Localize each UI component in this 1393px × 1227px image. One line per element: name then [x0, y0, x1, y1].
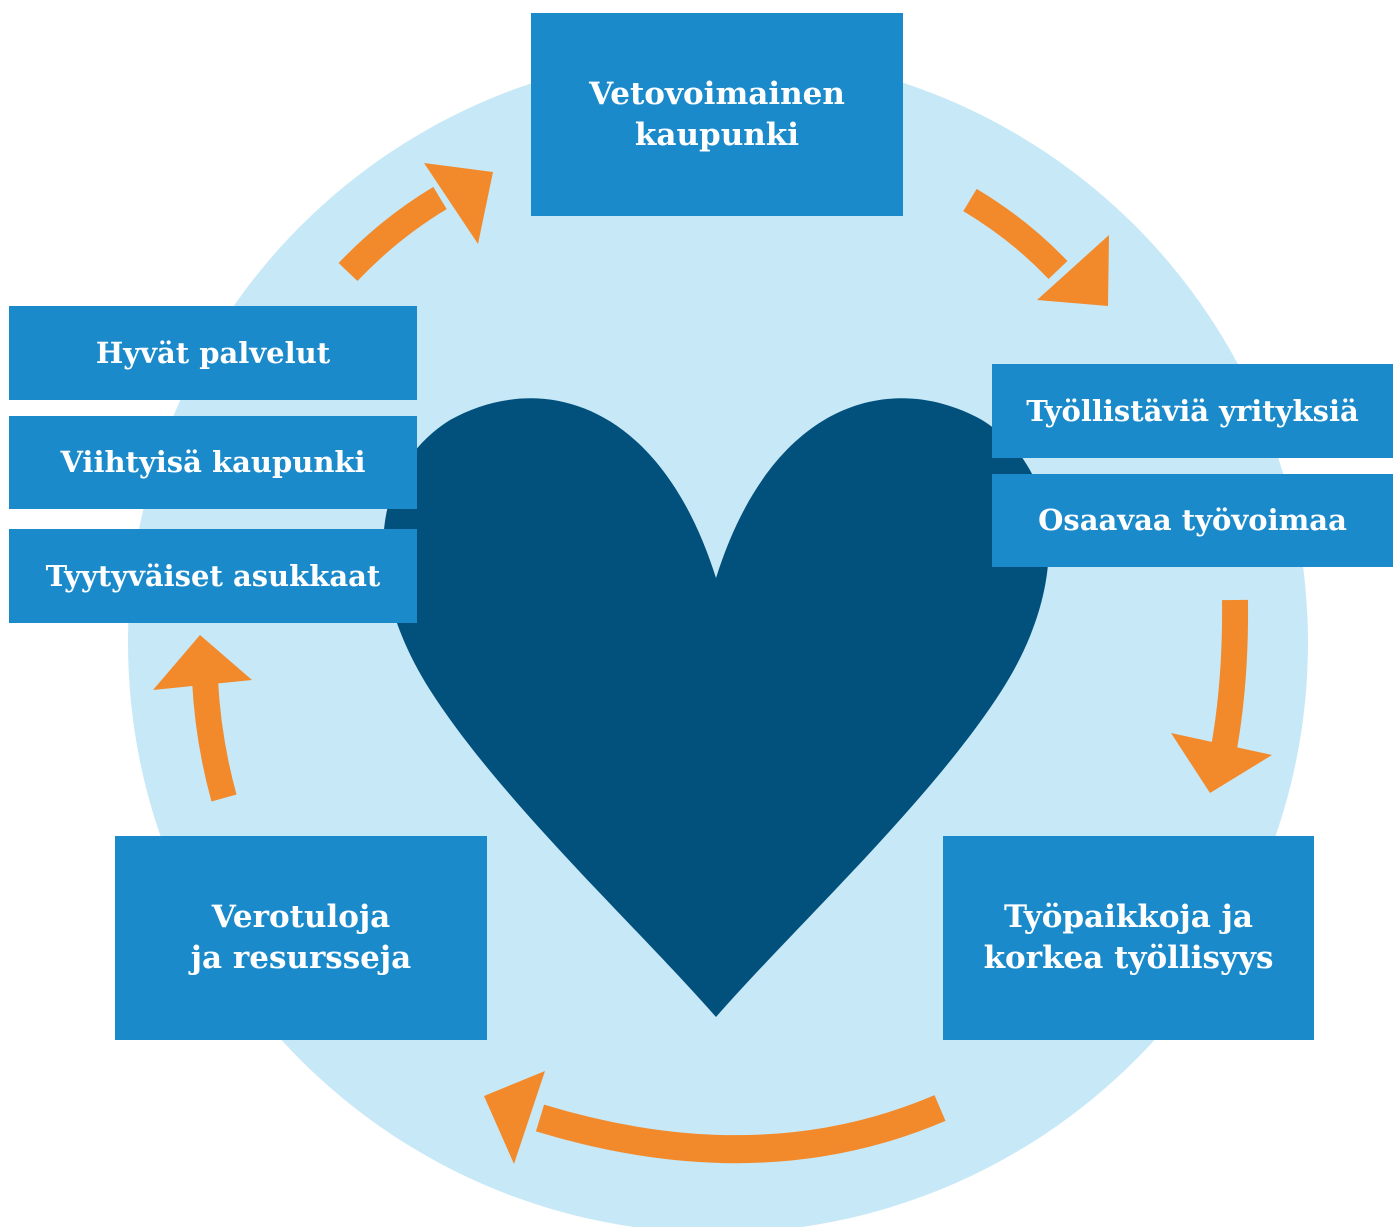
node-tyopaikkoja: Työpaikkoja ja korkea työllisyys — [943, 836, 1314, 1040]
node-label: Osaavaa työvoimaa — [1038, 503, 1347, 537]
node-vetovoimainen-kaupunki: Vetovoimainen kaupunki — [531, 13, 903, 216]
node-osaavaa-tyovoimaa: Osaavaa työvoimaa — [992, 474, 1393, 567]
curved-arrow-icon — [963, 188, 1109, 306]
curved-arrow-icon — [1171, 599, 1272, 793]
curved-arrow-icon — [338, 163, 493, 281]
heart-icon — [383, 398, 1049, 1017]
node-label: Viihtyisä kaupunki — [60, 445, 366, 479]
node-verotuloja: Verotuloja ja resursseja — [115, 836, 487, 1040]
node-label: Hyvät palvelut — [95, 335, 331, 370]
node-label: Verotuloja ja resursseja — [190, 899, 412, 976]
node-label: Tyytyväiset asukkaat — [45, 558, 381, 593]
node-label: Työpaikkoja ja korkea työllisyys — [983, 899, 1274, 976]
node-label: Työllistäviä yrityksiä — [1026, 393, 1359, 428]
curved-arrow-icon — [484, 1071, 946, 1164]
node-viihtyisa-kaupunki: Viihtyisä kaupunki — [9, 416, 417, 509]
curved-arrow-icon — [153, 635, 252, 802]
arrows — [153, 163, 1272, 1164]
node-tyollistavia-yrityksia: Työllistäviä yrityksiä — [992, 364, 1393, 458]
node-hyvat-palvelut: Hyvät palvelut — [9, 306, 417, 400]
node-label: Vetovoimainen kaupunki — [589, 75, 845, 153]
node-tyytyvaiset-asukkaat: Tyytyväiset asukkaat — [9, 529, 417, 623]
